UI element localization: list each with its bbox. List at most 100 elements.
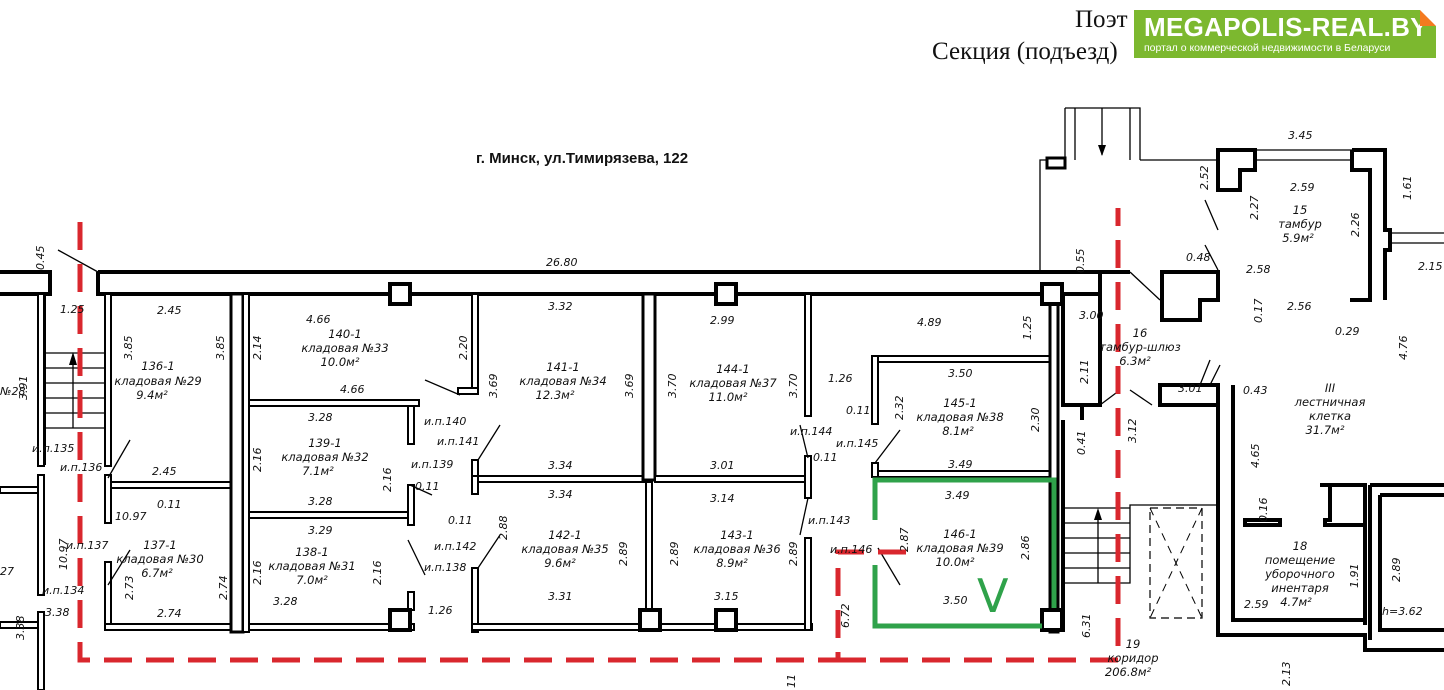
dimension-label: 2.20 (457, 336, 470, 361)
dimension-label: 9.4м² (136, 388, 168, 402)
dimension-label: 31.7м² (1306, 423, 1345, 437)
dimension-label: 144-1 (716, 362, 749, 376)
dimension-label: 3.31 (548, 590, 573, 603)
dimension-label: 0.41 (1075, 431, 1088, 456)
dimension-label: 3.15 (714, 590, 739, 603)
room-15-vestibule[interactable]: 15 тамбур 5.9м² (1278, 203, 1322, 245)
dimension-label: кладовая №32 (281, 450, 368, 464)
room-144-1[interactable]: 144-1 кладовая №37 11.0м² (689, 362, 777, 404)
dimension-label: кладовая №31 (268, 559, 355, 573)
dimension-label: и.п.135 (32, 442, 74, 455)
dimension-label: и.п.139 (411, 458, 453, 471)
dimension-label: 4.89 (917, 316, 942, 329)
dimension-label: 1.61 (1401, 176, 1414, 201)
dimension-label: 0.17 (1252, 299, 1265, 324)
dimension-label: коридор (1107, 651, 1158, 665)
dimension-label: 136-1 (141, 359, 174, 373)
dimension-label: 2.26 (1349, 213, 1362, 238)
dimension-label: 2.74 (157, 607, 182, 620)
walls (0, 107, 1444, 690)
dimension-label: и.п.145 (836, 437, 878, 450)
dimension-label: 4.66 (340, 383, 365, 396)
dimension-label: 143-1 (720, 528, 753, 542)
room-140-1[interactable]: 140-1 кладовая №33 10.0м² (301, 327, 388, 369)
stairs-right (1065, 504, 1218, 619)
dimension-label: 19 (1126, 637, 1141, 651)
room-145-1[interactable]: 145-1 кладовая №38 8.1м² (916, 396, 1003, 438)
dimension-label: 140-1 (328, 327, 361, 341)
room-16-airlock[interactable]: 16 тамбур-шлюз 6.3м² (1099, 326, 1180, 368)
dimension-label: 6.72 (839, 604, 852, 629)
dimension-label: 2.45 (152, 465, 177, 478)
dimension-label: кладовая №36 (693, 542, 780, 556)
dimension-label: 4.7м² (1280, 595, 1312, 609)
dimension-label: 2.89 (1390, 558, 1403, 583)
dimension-label: 0.11 (157, 498, 182, 511)
room-139-1[interactable]: 139-1 кладовая №32 7.1м² (281, 436, 368, 478)
dimension-label: 2.16 (251, 561, 264, 586)
banner-corner-fold (1420, 10, 1436, 26)
room-137-1[interactable]: 137-1 кладовая №30 6.7м² (116, 538, 203, 580)
dimension-label: 2.52 (1198, 166, 1211, 191)
dimension-label: 2.16 (381, 468, 394, 493)
room-143-1[interactable]: 143-1 кладовая №36 8.9м² (693, 528, 780, 570)
dimension-label: 4.66 (306, 313, 331, 326)
dimension-label: 2.73 (123, 576, 136, 601)
dimension-label: 1.25 (60, 303, 85, 316)
dimension-label: 6.31 (1080, 614, 1093, 639)
room-142-1[interactable]: 142-1 кладовая №35 9.6м² (521, 528, 608, 570)
dimension-label: 3.38 (45, 606, 70, 619)
dimension-label: 2.45 (157, 304, 182, 317)
dimension-label: 139-1 (308, 436, 341, 450)
dimension-label: 2.89 (617, 542, 630, 567)
dimension-label: 10.97 (115, 510, 147, 523)
dimension-label: и.п.138 (424, 561, 466, 574)
room-136-1[interactable]: 136-1 кладовая №29 9.4м² (114, 359, 201, 402)
dimension-label: 6.7м² (141, 566, 173, 580)
room-18-cleaning[interactable]: 18 помещение уборочного инентаря 4.7м² (1264, 539, 1335, 609)
dimension-label: 2.87 (898, 528, 911, 553)
dimension-label: 2.27 (1248, 196, 1261, 221)
dimension-label: 3.49 (948, 458, 973, 471)
dimension-label: 3.28 (273, 595, 298, 608)
selected-check-mark: V (977, 569, 1009, 623)
dimension-label: 141-1 (546, 360, 579, 374)
dimension-label: 2.89 (787, 542, 800, 567)
dimension-label: 2.89 (668, 542, 681, 567)
dimension-label: и.п.136 (60, 461, 102, 474)
dimension-label: 3.85 (122, 336, 135, 361)
room-labels: 136-1 кладовая №29 9.4м² 137-1 кладовая … (0, 203, 1423, 679)
dimension-label: кладовая №34 (519, 374, 606, 388)
dimension-label: 2.14 (251, 336, 264, 361)
dimension-label: 2.99 (710, 314, 735, 327)
room-146-1[interactable]: 146-1 кладовая №39 10.0м² (916, 527, 1003, 569)
room-III-stairwell[interactable]: III лестничная клетка 31.7м² (1294, 381, 1366, 437)
megapolis-banner[interactable]: MEGAPOLIS-REAL.BY портал о коммерческой … (1134, 10, 1436, 58)
room-19-corridor[interactable]: 19 коридор 206.8м² (1105, 637, 1159, 679)
dimension-label: 3.34 (548, 459, 573, 472)
floor-title: Поэт (1075, 6, 1128, 33)
dimension-label: кладовая №30 (116, 552, 203, 566)
selected-room-outline (872, 477, 1057, 629)
dimension-label: 0.11 (813, 451, 838, 464)
dimension-label: 3.28 (308, 411, 333, 424)
dimension-label: 0.29 (1335, 325, 1360, 338)
dimension-label: 0.48 (1186, 251, 1211, 264)
dimension-label: и.п.143 (808, 514, 850, 527)
banner-brand: MEGAPOLIS-REAL.BY (1144, 12, 1428, 42)
dimension-label: тамбур (1278, 217, 1322, 231)
dimension-label: 142-1 (548, 528, 581, 542)
dimension-label: и.п.140 (424, 415, 466, 428)
dimension-label: 2.13 (1280, 662, 1293, 687)
dimension-label: 2.30 (1029, 408, 1042, 433)
dimension-label: 2.86 (1019, 536, 1032, 561)
room-138-1[interactable]: 138-1 кладовая №31 7.0м² (268, 545, 355, 587)
dimension-label: 3.14 (710, 492, 735, 505)
dimension-label: 0.16 (1257, 498, 1270, 523)
room-141-1[interactable]: 141-1 кладовая №34 12.3м² (519, 360, 606, 402)
dimension-label: и.п.142 (434, 540, 476, 553)
dimension-label: 138-1 (295, 545, 328, 559)
dimension-label: 10.0м² (936, 555, 975, 569)
dimension-label: кладовая №29 (114, 374, 201, 388)
dimension-label: 206.8м² (1105, 665, 1152, 679)
